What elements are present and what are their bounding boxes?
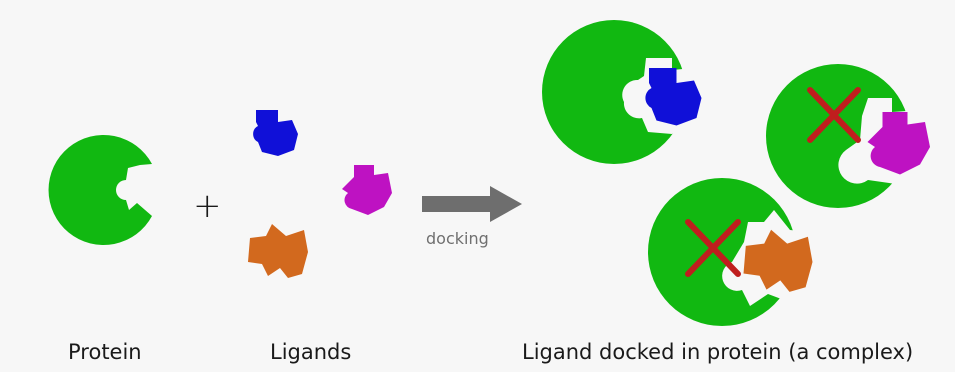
docking-arrow — [422, 186, 522, 222]
protein-label: Protein — [68, 340, 142, 364]
red-cross-icon — [807, 87, 861, 143]
complex-blue — [542, 20, 702, 164]
ligand-orange — [248, 224, 308, 278]
ligand-magenta — [342, 165, 392, 215]
ligand-blue — [253, 110, 298, 156]
docking-label: docking — [426, 229, 489, 248]
protein-shape — [48, 135, 152, 245]
complex-label: Ligand docked in protein (a complex) — [522, 340, 914, 364]
complex-magenta — [766, 64, 930, 208]
complex-orange — [648, 178, 813, 326]
plus-sign: + — [193, 186, 222, 226]
ligands-label: Ligands — [270, 340, 352, 364]
red-cross-icon — [685, 219, 741, 277]
